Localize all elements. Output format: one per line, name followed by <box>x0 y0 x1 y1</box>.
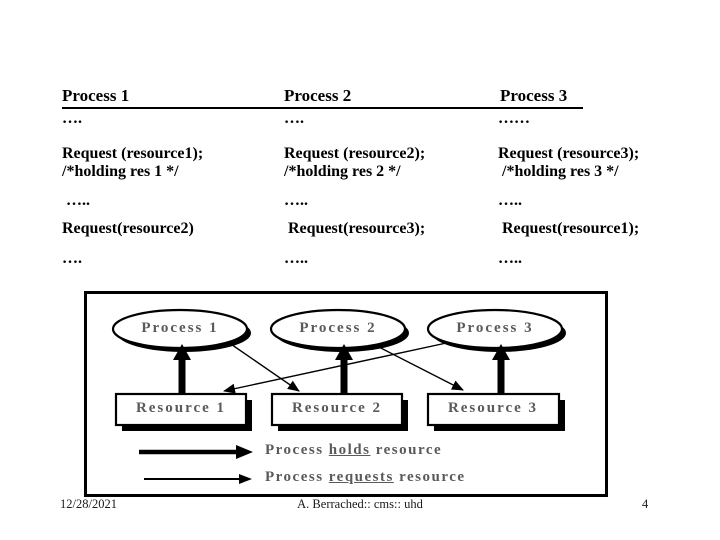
process-1-code-line: ….. <box>62 192 90 209</box>
footer-page-number: 4 <box>642 497 649 511</box>
process-3-code-line: …… <box>498 110 530 127</box>
process-2-code-line: Request (resource2); /*holding res 2 */ <box>284 145 426 180</box>
request-arrows <box>223 339 464 394</box>
process-2-code-line: Request(resource3); <box>284 220 426 237</box>
diagram-graphics <box>111 308 566 484</box>
deadlock-diagram: Process 1 Process 2 Process 3 Resource 1… <box>84 291 608 497</box>
legend-requests-keyword: requests <box>328 469 394 485</box>
resource-2-node-label: Resource 2 <box>291 400 383 416</box>
process-nodes <box>111 308 566 352</box>
legend-holds-label: Process holds resource <box>265 442 442 459</box>
process-1-code-line: Request(resource2) <box>62 220 194 237</box>
resource-3-node-label: Resource 3 <box>447 400 539 416</box>
resource-nodes <box>114 392 565 431</box>
process-1-code-line: Request (resource1); /*holding res 1 */ <box>62 145 204 180</box>
legend-holds-post: resource <box>370 442 443 458</box>
resource-1-node-label: Resource 1 <box>135 400 227 416</box>
legend-requests-pre: Process <box>265 469 329 485</box>
process-3-code-line: ….. <box>498 250 522 267</box>
process-1-code-line: …. <box>62 250 82 267</box>
process-3-code-line: Request (resource3); /*holding res 3 */ <box>498 145 640 180</box>
footer-date: 12/28/2021 <box>60 497 117 511</box>
legend-holds-keyword: holds <box>328 442 371 458</box>
process-3-node-label: Process 3 <box>456 320 534 336</box>
legend-requests-post: resource <box>393 469 466 485</box>
process-1-code-line: …. <box>62 110 82 127</box>
process-2-code-line: ….. <box>284 192 308 209</box>
process-3-heading: Process 3 <box>500 86 568 105</box>
process-headings: Process 1 Process 2 Process 3 <box>62 84 583 109</box>
holds-arrows <box>173 344 510 394</box>
process-1-node-label: Process 1 <box>141 320 219 336</box>
process-2-node-label: Process 2 <box>299 320 377 336</box>
process-2-code-line: …. <box>284 110 304 127</box>
process-2-heading: Process 2 <box>284 86 352 105</box>
process-1-heading: Process 1 <box>62 86 130 105</box>
legend-arrows <box>139 445 253 484</box>
legend-holds-pre: Process <box>265 442 329 458</box>
process-3-code-line: ….. <box>498 192 522 209</box>
footer-credit: A. Berrached:: cms:: uhd <box>297 497 423 511</box>
legend-requests-label: Process requests resource <box>265 469 466 486</box>
process-3-code-line: Request(resource1); <box>498 220 640 237</box>
process-2-code-line: ….. <box>284 250 308 267</box>
